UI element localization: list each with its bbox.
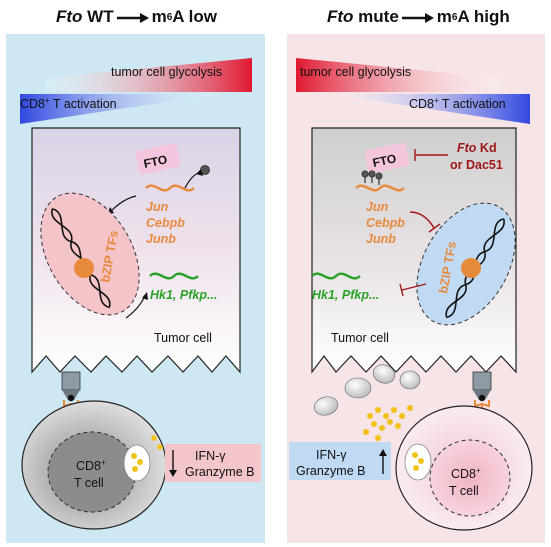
left-title-gene: Fto — [56, 7, 83, 26]
right-tumor-cell-label: Tumor cell — [331, 331, 389, 345]
right-title-m: m — [436, 7, 452, 26]
left-cytokine-granzyme: Granzyme B — [185, 465, 254, 479]
left-glycolysis-label: tumor cell glycolysis — [111, 65, 222, 79]
left-down-arrowhead — [169, 470, 177, 477]
right-m6a-marks — [361, 170, 383, 185]
left-t-cell-label-1: CD8+ — [76, 458, 106, 473]
left-cytokine-box — [165, 444, 261, 482]
right-translation-inhibition — [409, 211, 441, 233]
left-granule — [131, 453, 137, 459]
left-glycolysis-wedge — [46, 58, 252, 92]
right-granule — [412, 452, 418, 458]
left-fto-label: FTO — [142, 152, 168, 171]
right-up-arrowhead — [379, 449, 387, 456]
left-title-level: A low — [172, 7, 217, 26]
right-title-sup: 6 — [451, 11, 458, 23]
right-released-granules — [363, 405, 413, 441]
right-mhc — [472, 371, 492, 391]
right-tf-protein — [461, 258, 481, 278]
left-fto-box — [135, 143, 181, 175]
right-inhibitor-line-2: or Dac51 — [450, 158, 503, 172]
left-t-cell-label-2: T cell — [74, 476, 104, 490]
right-debris-shape — [399, 370, 421, 390]
left-gene-cebpb: Cebpb — [146, 216, 185, 230]
left-tumor-cell-label: Tumor cell — [154, 331, 212, 345]
right-mrna-wave — [355, 184, 405, 192]
left-title-sup: 6 — [166, 11, 173, 23]
left-activation-label: CD8+ T activation — [20, 96, 117, 111]
right-title-state: mute — [358, 7, 399, 26]
left-cytokine-ifng: IFN-γ — [195, 449, 226, 463]
right-debris-shape — [372, 364, 396, 384]
left-mhc — [61, 371, 81, 391]
right-glycolysis-label: tumor cell glycolysis — [300, 65, 411, 79]
right-debris-shape — [344, 377, 372, 399]
right-title-gene: Fto — [327, 7, 354, 26]
left-title-state: WT — [87, 7, 114, 26]
right-t-cell-label-2: T cell — [449, 484, 479, 498]
left-granule — [151, 435, 157, 441]
right-title-arrow-icon — [401, 13, 434, 23]
right-activation-label: CD8+ T activation — [409, 96, 506, 111]
right-granule — [418, 458, 424, 464]
right-granule-vesicle — [404, 443, 432, 481]
right-cytokine-box — [289, 442, 391, 480]
left-granule — [157, 444, 163, 450]
right-fto-label: FTO — [371, 151, 397, 170]
right-cytokine-ifng: IFN-γ — [316, 448, 347, 462]
right-debris-shape — [313, 396, 339, 416]
left-mrna-wave — [145, 184, 195, 192]
right-t-cell-nucleus — [429, 439, 511, 517]
left-dna-helix — [51, 207, 111, 309]
right-granule — [413, 465, 419, 471]
right-gene-jun: Jun — [366, 200, 389, 214]
right-tcell-activation-wedge — [330, 94, 530, 124]
left-title-arrow-icon — [116, 13, 149, 23]
left-transcription-arrowhead — [142, 292, 148, 300]
left-target-mrna-wave — [149, 272, 199, 280]
right-fto-box — [364, 142, 410, 174]
right-target-genes: Hk1, Pfkp... — [312, 288, 379, 302]
right-t-cell-label-1: CD8+ — [451, 466, 481, 481]
left-granule — [137, 459, 143, 465]
right-target-mrna-wave — [311, 272, 361, 280]
left-target-genes: Hk1, Pfkp... — [150, 288, 217, 302]
left-demethylation-arrowhead — [196, 169, 203, 176]
left-bzip-tf-ellipse — [40, 192, 140, 316]
left-title-m: m — [151, 7, 167, 26]
right-inhibitor-line-1: Fto Kd — [457, 141, 497, 155]
right-gene-junb: Junb — [366, 232, 396, 246]
left-granule-vesicle — [123, 444, 151, 482]
left-gene-jun: Jun — [146, 200, 169, 214]
right-cytokine-granzyme: Granzyme B — [296, 464, 365, 478]
right-glycolysis-wedge — [296, 58, 500, 92]
right-title-level: A high — [457, 7, 510, 26]
left-tf-protein — [74, 258, 94, 278]
left-tumor-cell — [31, 127, 241, 374]
left-tcell-activation-wedge — [20, 94, 220, 124]
right-fto-inhibition-bar — [414, 149, 448, 161]
left-antigen-dot — [67, 394, 75, 402]
right-transcription-inhibition — [399, 283, 427, 297]
left-granule — [132, 466, 138, 472]
left-gene-junb: Junb — [146, 232, 176, 246]
right-gene-cebpb: Cebpb — [366, 216, 405, 230]
right-antigen-dot — [478, 394, 486, 402]
